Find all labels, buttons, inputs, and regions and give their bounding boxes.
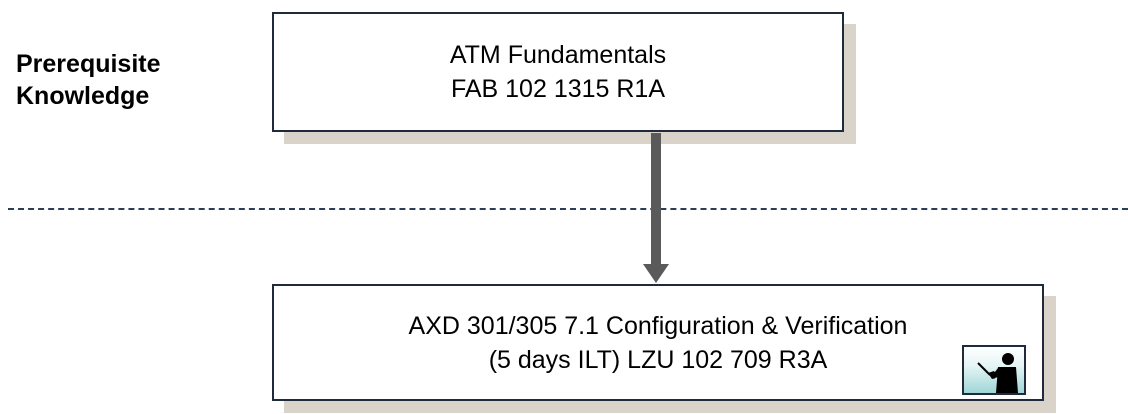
instructor-presenting-icon xyxy=(962,345,1026,395)
prerequisite-label-line-1: Prerequisite xyxy=(16,50,161,78)
arrowhead-icon xyxy=(643,264,669,283)
prerequisite-course-code: FAB 102 1315 R1A xyxy=(450,75,666,103)
prerequisite-knowledge-label: Prerequisite Knowledge xyxy=(16,48,161,112)
prerequisite-label-line-2: Knowledge xyxy=(16,82,150,110)
target-course-title: AXD 301/305 7.1 Configuration & Verifica… xyxy=(408,311,908,340)
target-course-box: AXD 301/305 7.1 Configuration & Verifica… xyxy=(272,284,1044,401)
target-course-code: (5 days ILT) LZU 102 709 R3A xyxy=(488,345,828,374)
prerequisite-course-title: ATM Fundamentals xyxy=(449,41,667,69)
section-divider xyxy=(8,208,1128,210)
prerequisite-course-box: ATM Fundamentals FAB 102 1315 R1A xyxy=(272,12,844,132)
